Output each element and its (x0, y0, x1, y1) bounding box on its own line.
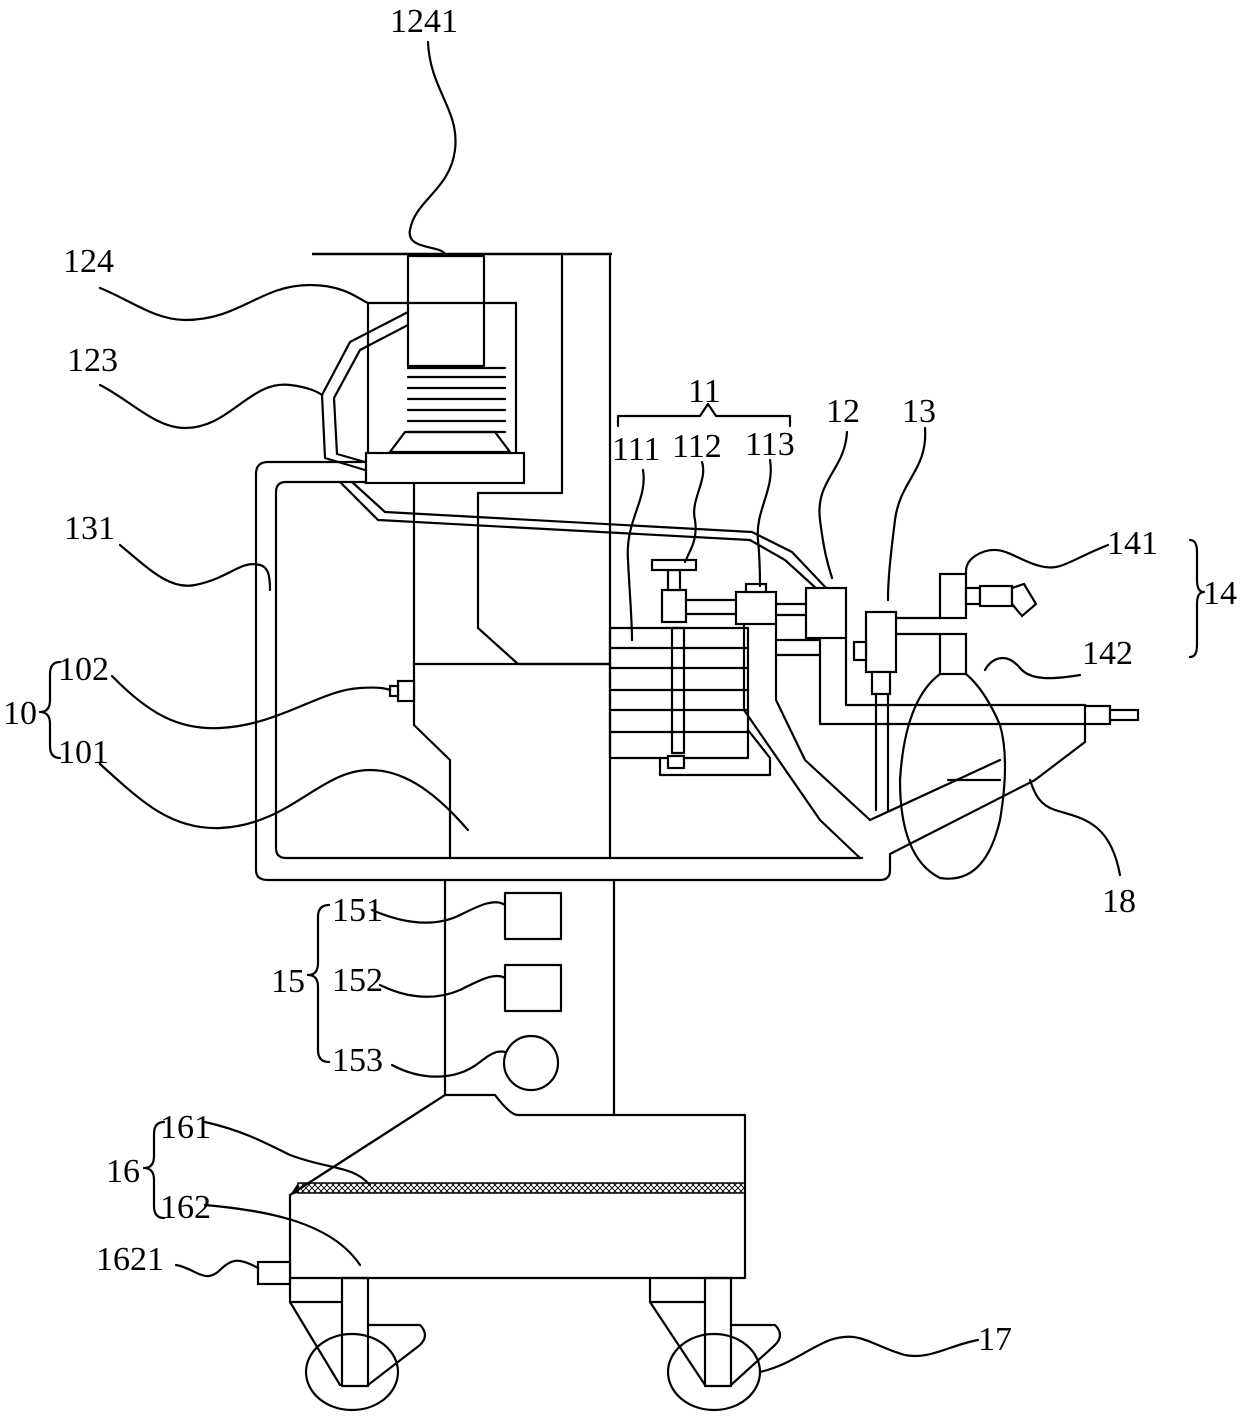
pipe-131 (256, 462, 1035, 880)
label-141: 141 (1107, 525, 1158, 562)
label-101: 101 (58, 734, 109, 771)
label-15: 15 (271, 963, 305, 1000)
label-13: 13 (902, 393, 936, 430)
label-11: 11 (688, 373, 721, 410)
column (445, 880, 614, 1115)
absorber-canister-124 (368, 256, 610, 858)
label-151: 151 (332, 892, 383, 929)
knob-153 (504, 1036, 558, 1090)
filter-layers (366, 368, 524, 483)
leader-lines (40, 42, 1204, 1372)
labels: 1241 124 123 11 12 13 111 112 113 131 14… (3, 3, 1237, 1358)
label-1621: 1621 (96, 1241, 164, 1278)
label-111: 111 (612, 431, 660, 468)
label-123: 123 (67, 342, 118, 379)
label-10: 10 (3, 695, 37, 732)
wheel-left (290, 1278, 425, 1410)
label-1241: 1241 (390, 3, 458, 40)
label-152: 152 (332, 962, 383, 999)
label-102: 102 (58, 651, 109, 688)
valve-13 (854, 612, 940, 810)
main-body-10 (390, 483, 610, 858)
label-14: 14 (1203, 575, 1237, 612)
label-12: 12 (826, 393, 860, 430)
label-17: 17 (978, 1321, 1012, 1358)
label-162: 162 (160, 1189, 211, 1226)
label-113: 113 (745, 426, 795, 463)
control-152 (505, 965, 561, 1011)
wheel-right-17 (650, 1278, 780, 1410)
label-112: 112 (672, 428, 722, 465)
label-131: 131 (64, 510, 115, 547)
part-12 (776, 588, 846, 655)
label-124: 124 (63, 243, 114, 280)
label-161: 161 (160, 1109, 211, 1146)
label-142: 142 (1082, 635, 1133, 672)
label-16: 16 (106, 1153, 140, 1190)
control-151 (505, 893, 561, 939)
unit-14 (900, 574, 1036, 879)
label-18: 18 (1102, 883, 1136, 920)
base-16 (258, 1095, 745, 1284)
label-153: 153 (332, 1042, 383, 1079)
